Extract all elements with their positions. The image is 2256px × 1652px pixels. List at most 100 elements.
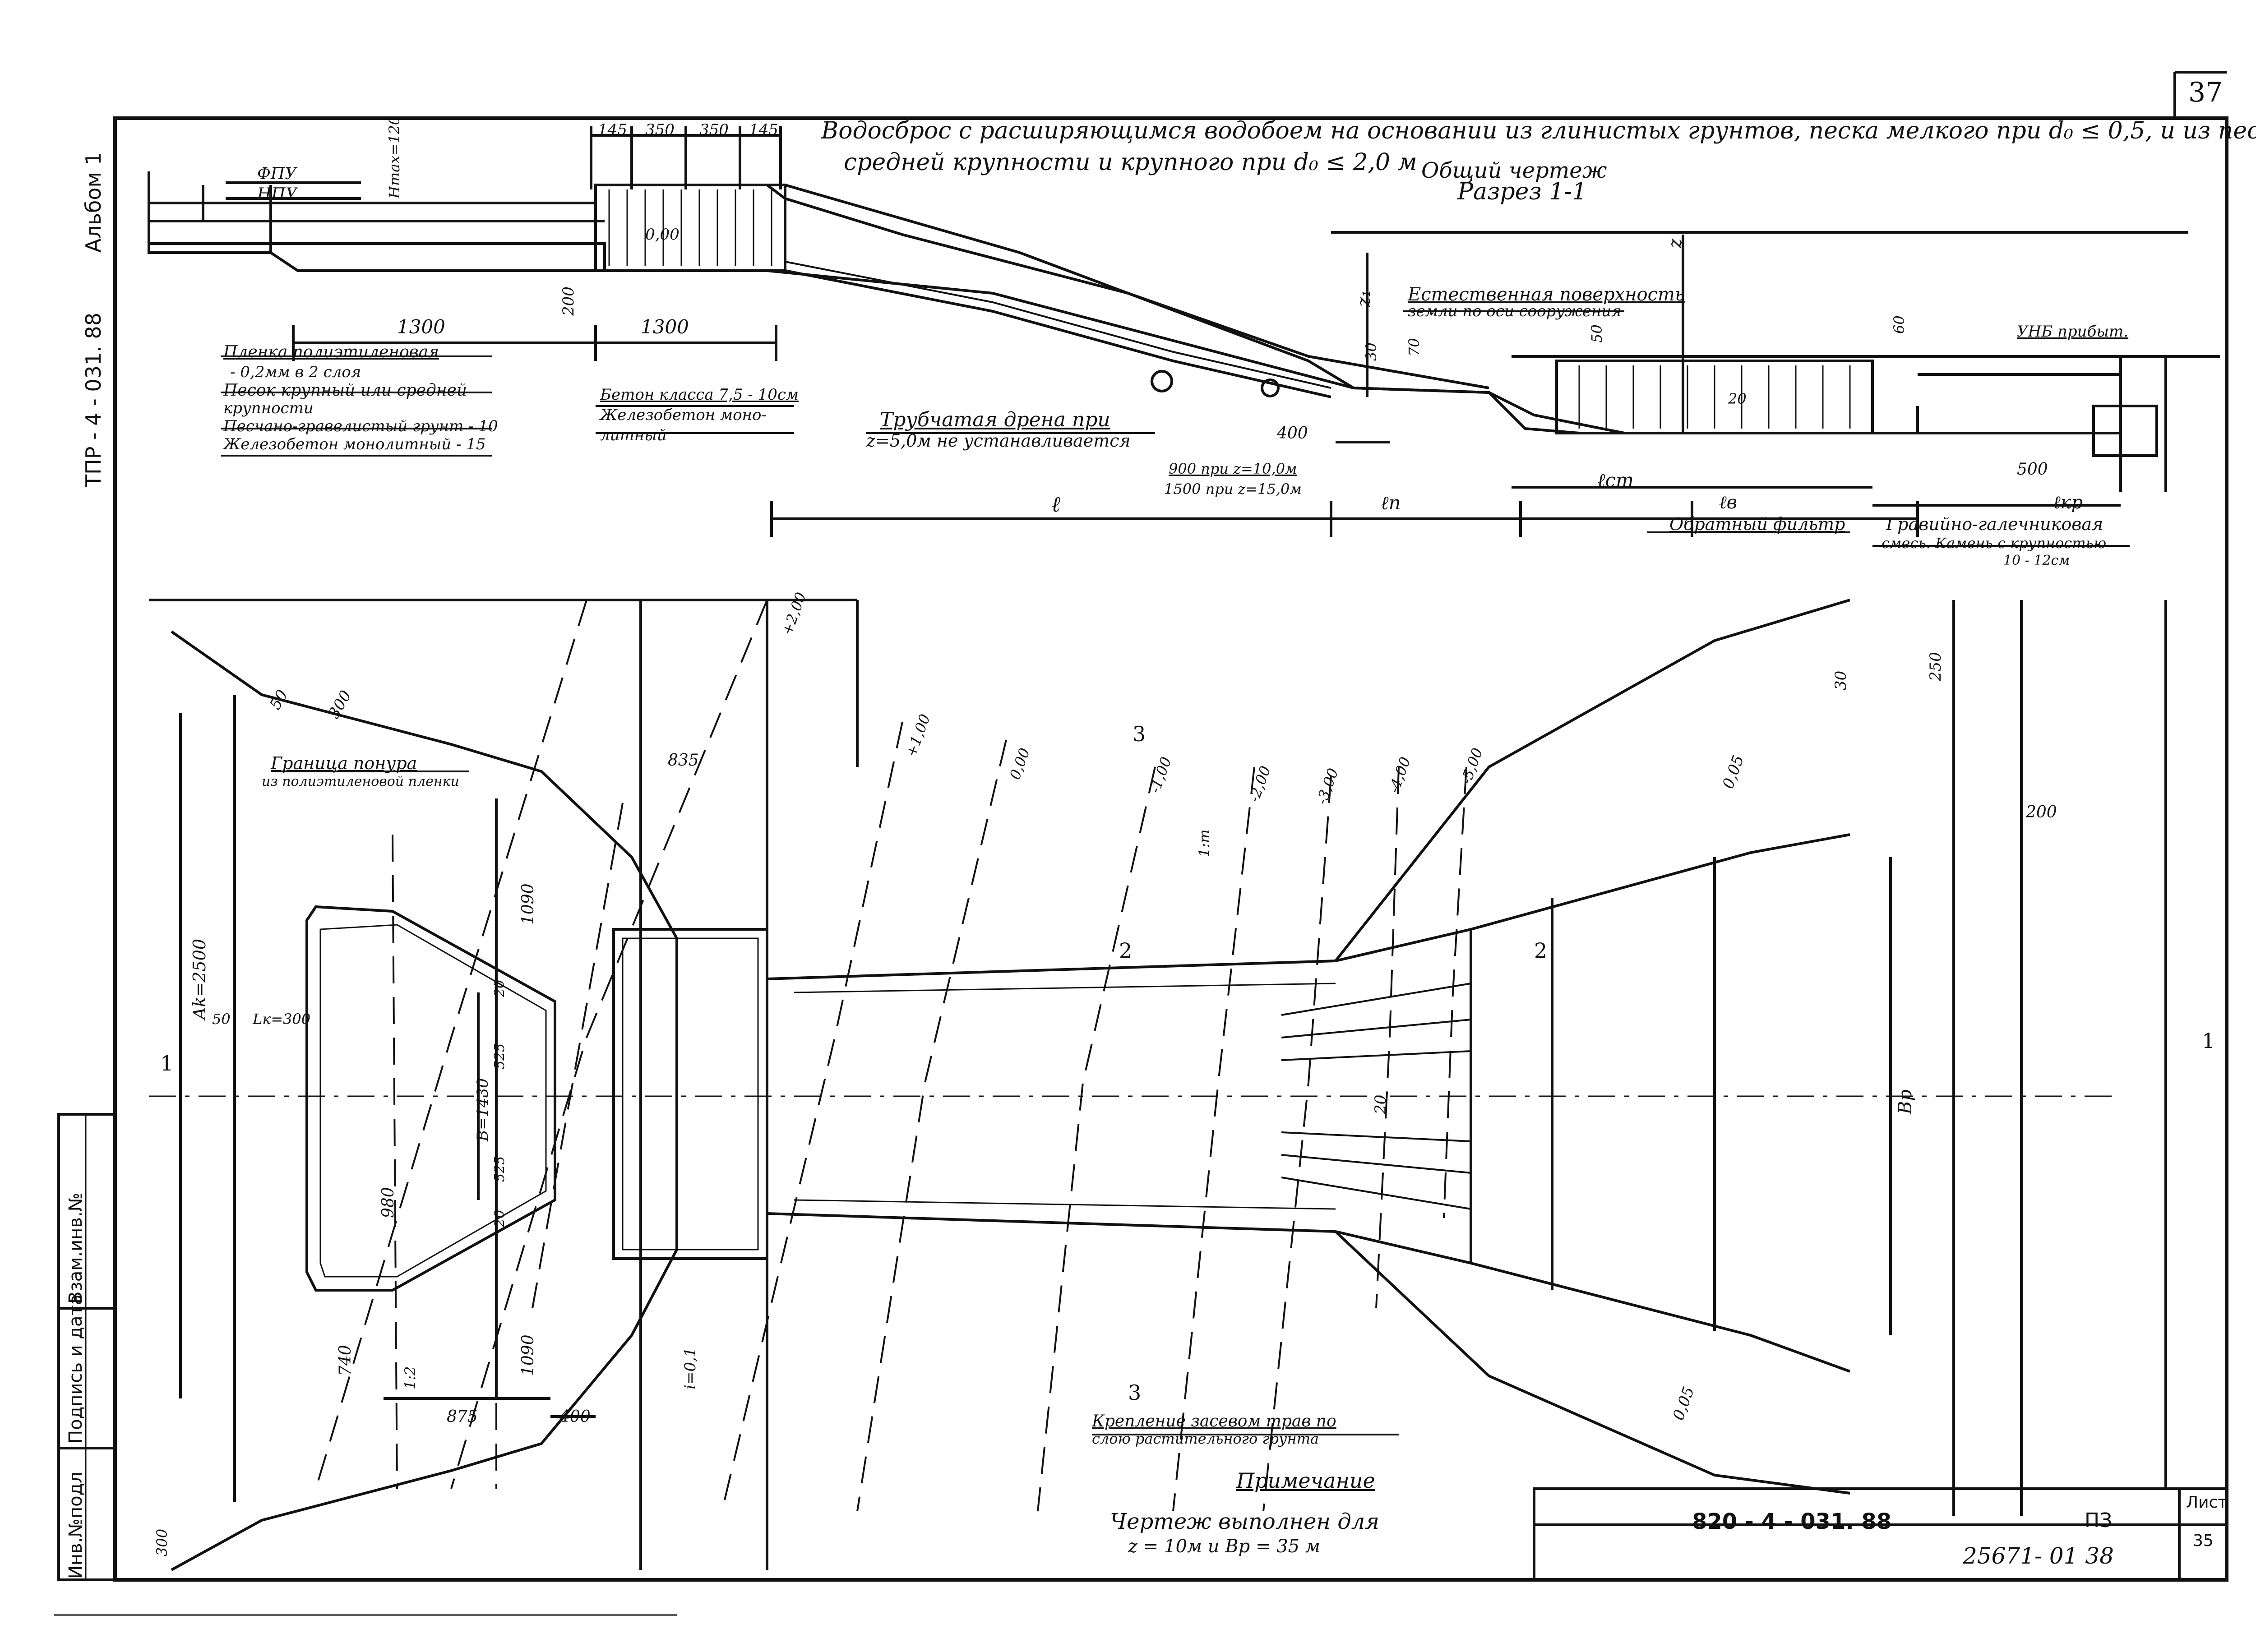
section-label: Разрез 1-1 <box>1457 178 1587 205</box>
drawing-subtitle: Общий чертеж <box>1421 158 1607 183</box>
plan-ak: Ak=2500 <box>190 938 209 1020</box>
dim-145b: 145 <box>749 121 778 139</box>
plan-dim-1090a: 1090 <box>519 883 537 925</box>
cut-3-top: 3 <box>1133 722 1146 746</box>
dim-000: 0,00 <box>645 226 680 244</box>
plan-dim-400: 400 <box>559 1407 591 1426</box>
side-stamp-frame <box>57 1113 116 1581</box>
natural-surface-label2: земли по оси сооружения <box>1408 302 1622 320</box>
side-inv-podl: Инв.№подл <box>65 1472 86 1579</box>
concrete-label1: Бетон класса 7,5 - 10см <box>600 386 799 404</box>
dim-30: 30 <box>1363 342 1380 361</box>
cut-3-bottom: 3 <box>1128 1380 1142 1405</box>
note-line2: z = 10м и Bp = 35 м <box>1128 1536 1320 1557</box>
side-podpis: Подпись и дата <box>65 1294 86 1444</box>
plan-dim-980: 980 <box>379 1187 398 1218</box>
gravel-mix-label3: 10 - 12см <box>2003 553 2070 568</box>
side-vzam: Взам.инв.№ <box>65 1192 86 1304</box>
dim-1300a: 1300 <box>397 316 445 338</box>
rc-mono-label: Железобетон монолитный - 15 <box>223 435 486 453</box>
boundary-label1: Граница понура <box>271 753 417 773</box>
dim-400: 400 <box>1277 424 1308 443</box>
dim-145a: 145 <box>598 121 627 139</box>
film-label2: - 0,2мм в 2 слоя <box>230 363 361 381</box>
film-label1: Пленка полиэтиленовая <box>223 343 439 361</box>
cut-1-left: 1 <box>160 1051 174 1075</box>
dim-900: 900 при z=10,0м <box>1169 460 1297 477</box>
sand-label1: Песок крупный или средней <box>223 381 467 400</box>
plan-dim-300b: 300 <box>153 1528 171 1556</box>
fpu-label: ФПУ <box>257 165 297 183</box>
note-title: Примечание <box>1236 1468 1375 1493</box>
gravel-soil-label: Песчано-гравелистый грунт - 10 <box>223 417 498 435</box>
concrete-label3: литный <box>600 426 667 444</box>
dim-350b: 350 <box>699 121 729 139</box>
title-stamp-frame <box>1533 1487 2228 1581</box>
dim-50: 50 <box>1588 324 1605 343</box>
plan-slope-12: 1:2 <box>402 1366 419 1390</box>
cut-1-right: 1 <box>2202 1029 2215 1053</box>
dim-l: ℓ <box>1051 492 1060 517</box>
page-number: 37 <box>2188 77 2223 108</box>
dim-lst: ℓст <box>1597 469 1634 491</box>
plan-dim-50b: 50 <box>212 1011 231 1028</box>
plan-dim-525a: 525 <box>492 1043 508 1069</box>
plan-dim-20p: 20 <box>1372 1094 1390 1114</box>
drawing-title-line1: Водосброс с расширяющимся водобоем на ос… <box>821 117 2256 144</box>
tpr-label: ТПР - 4 - 031. 88 <box>81 313 106 487</box>
stamp-pz: ПЗ <box>2085 1509 2113 1532</box>
hmax-label: Hmax=120 <box>386 115 403 198</box>
concrete-label2: Железобетон моно- <box>600 406 767 424</box>
plan-bp: Bp <box>1895 1089 1916 1114</box>
npu-label: НПУ <box>257 185 297 203</box>
boundary-label2: из полиэтиленовой пленки <box>262 774 459 789</box>
z-label: z <box>1665 238 1686 248</box>
dim-350a: 350 <box>645 121 675 139</box>
dim-60: 60 <box>1891 315 1908 334</box>
dim-500: 500 <box>2017 460 2048 479</box>
plan-dim-740: 740 <box>336 1345 355 1376</box>
stamp-code: 820 - 4 - 031. 88 <box>1692 1509 1892 1534</box>
pipe-drain-label2: z=5,0м не устанавливается <box>866 431 1131 451</box>
dim-20: 20 <box>1728 390 1747 407</box>
dim-1300b: 1300 <box>641 316 689 338</box>
plan-dim-835: 835 <box>668 751 699 770</box>
stamp-list-number: 35 <box>2193 1532 2214 1550</box>
cut-2-left: 2 <box>1119 938 1133 963</box>
plan-dim-1090b: 1090 <box>519 1334 537 1376</box>
unb-label: УНБ прибыт. <box>2017 323 2129 341</box>
plan-dim-20b: 20 <box>492 1209 508 1227</box>
note-line1: Чертеж выполнен для <box>1110 1509 1380 1534</box>
pipe-drain-label: Трубчатая дрена при <box>880 408 1110 431</box>
stamp-inventory: 25671- 01 38 <box>1963 1543 2114 1569</box>
plan-dim-525b: 525 <box>492 1156 508 1182</box>
album-label: Альбом 1 <box>81 152 106 253</box>
plan-dim-30: 30 <box>1832 670 1850 690</box>
plan-slope-01: i=0,1 <box>681 1347 699 1389</box>
dim-lkr: ℓкр <box>2053 492 2083 513</box>
plan-dim-200b: 200 <box>2026 803 2057 821</box>
plan-dim-250: 250 <box>1927 652 1945 681</box>
gravel-mix-label1: Гравийно-галечниковая <box>1886 514 2103 534</box>
plan-dim-20a: 20 <box>492 979 508 997</box>
z1-label: z₁ <box>1354 290 1374 307</box>
plan-dim-875: 875 <box>447 1407 478 1426</box>
gravel-mix-label2: смесь. Камень с крупностью <box>1882 535 2107 552</box>
dim-lv: ℓв <box>1719 492 1737 513</box>
plug-label1: Крепление засевом трав по <box>1092 1412 1336 1431</box>
reverse-filter-label: Обратный фильтр <box>1669 514 1845 534</box>
dim-ln: ℓп <box>1381 492 1401 514</box>
plan-slope-1m: 1:m <box>1196 829 1213 857</box>
cut-2-right: 2 <box>1534 938 1548 963</box>
sheet-frame <box>113 116 2228 1582</box>
stamp-list-label: Лист <box>2186 1493 2228 1512</box>
dim-1500: 1500 при z=15,0м <box>1164 480 1302 498</box>
plan-b: B=1430 <box>474 1078 492 1141</box>
plan-lk: Lк=300 <box>253 1011 311 1028</box>
drawing-title-line2: средней крупности и крупного при d₀ ≤ 2,… <box>844 149 1417 176</box>
natural-surface-label: Естественная поверхность <box>1408 284 1685 305</box>
dim-200: 200 <box>559 286 578 316</box>
sand-label2: крупности <box>223 399 314 417</box>
plug-label2: слою растительного грунта <box>1092 1430 1319 1447</box>
